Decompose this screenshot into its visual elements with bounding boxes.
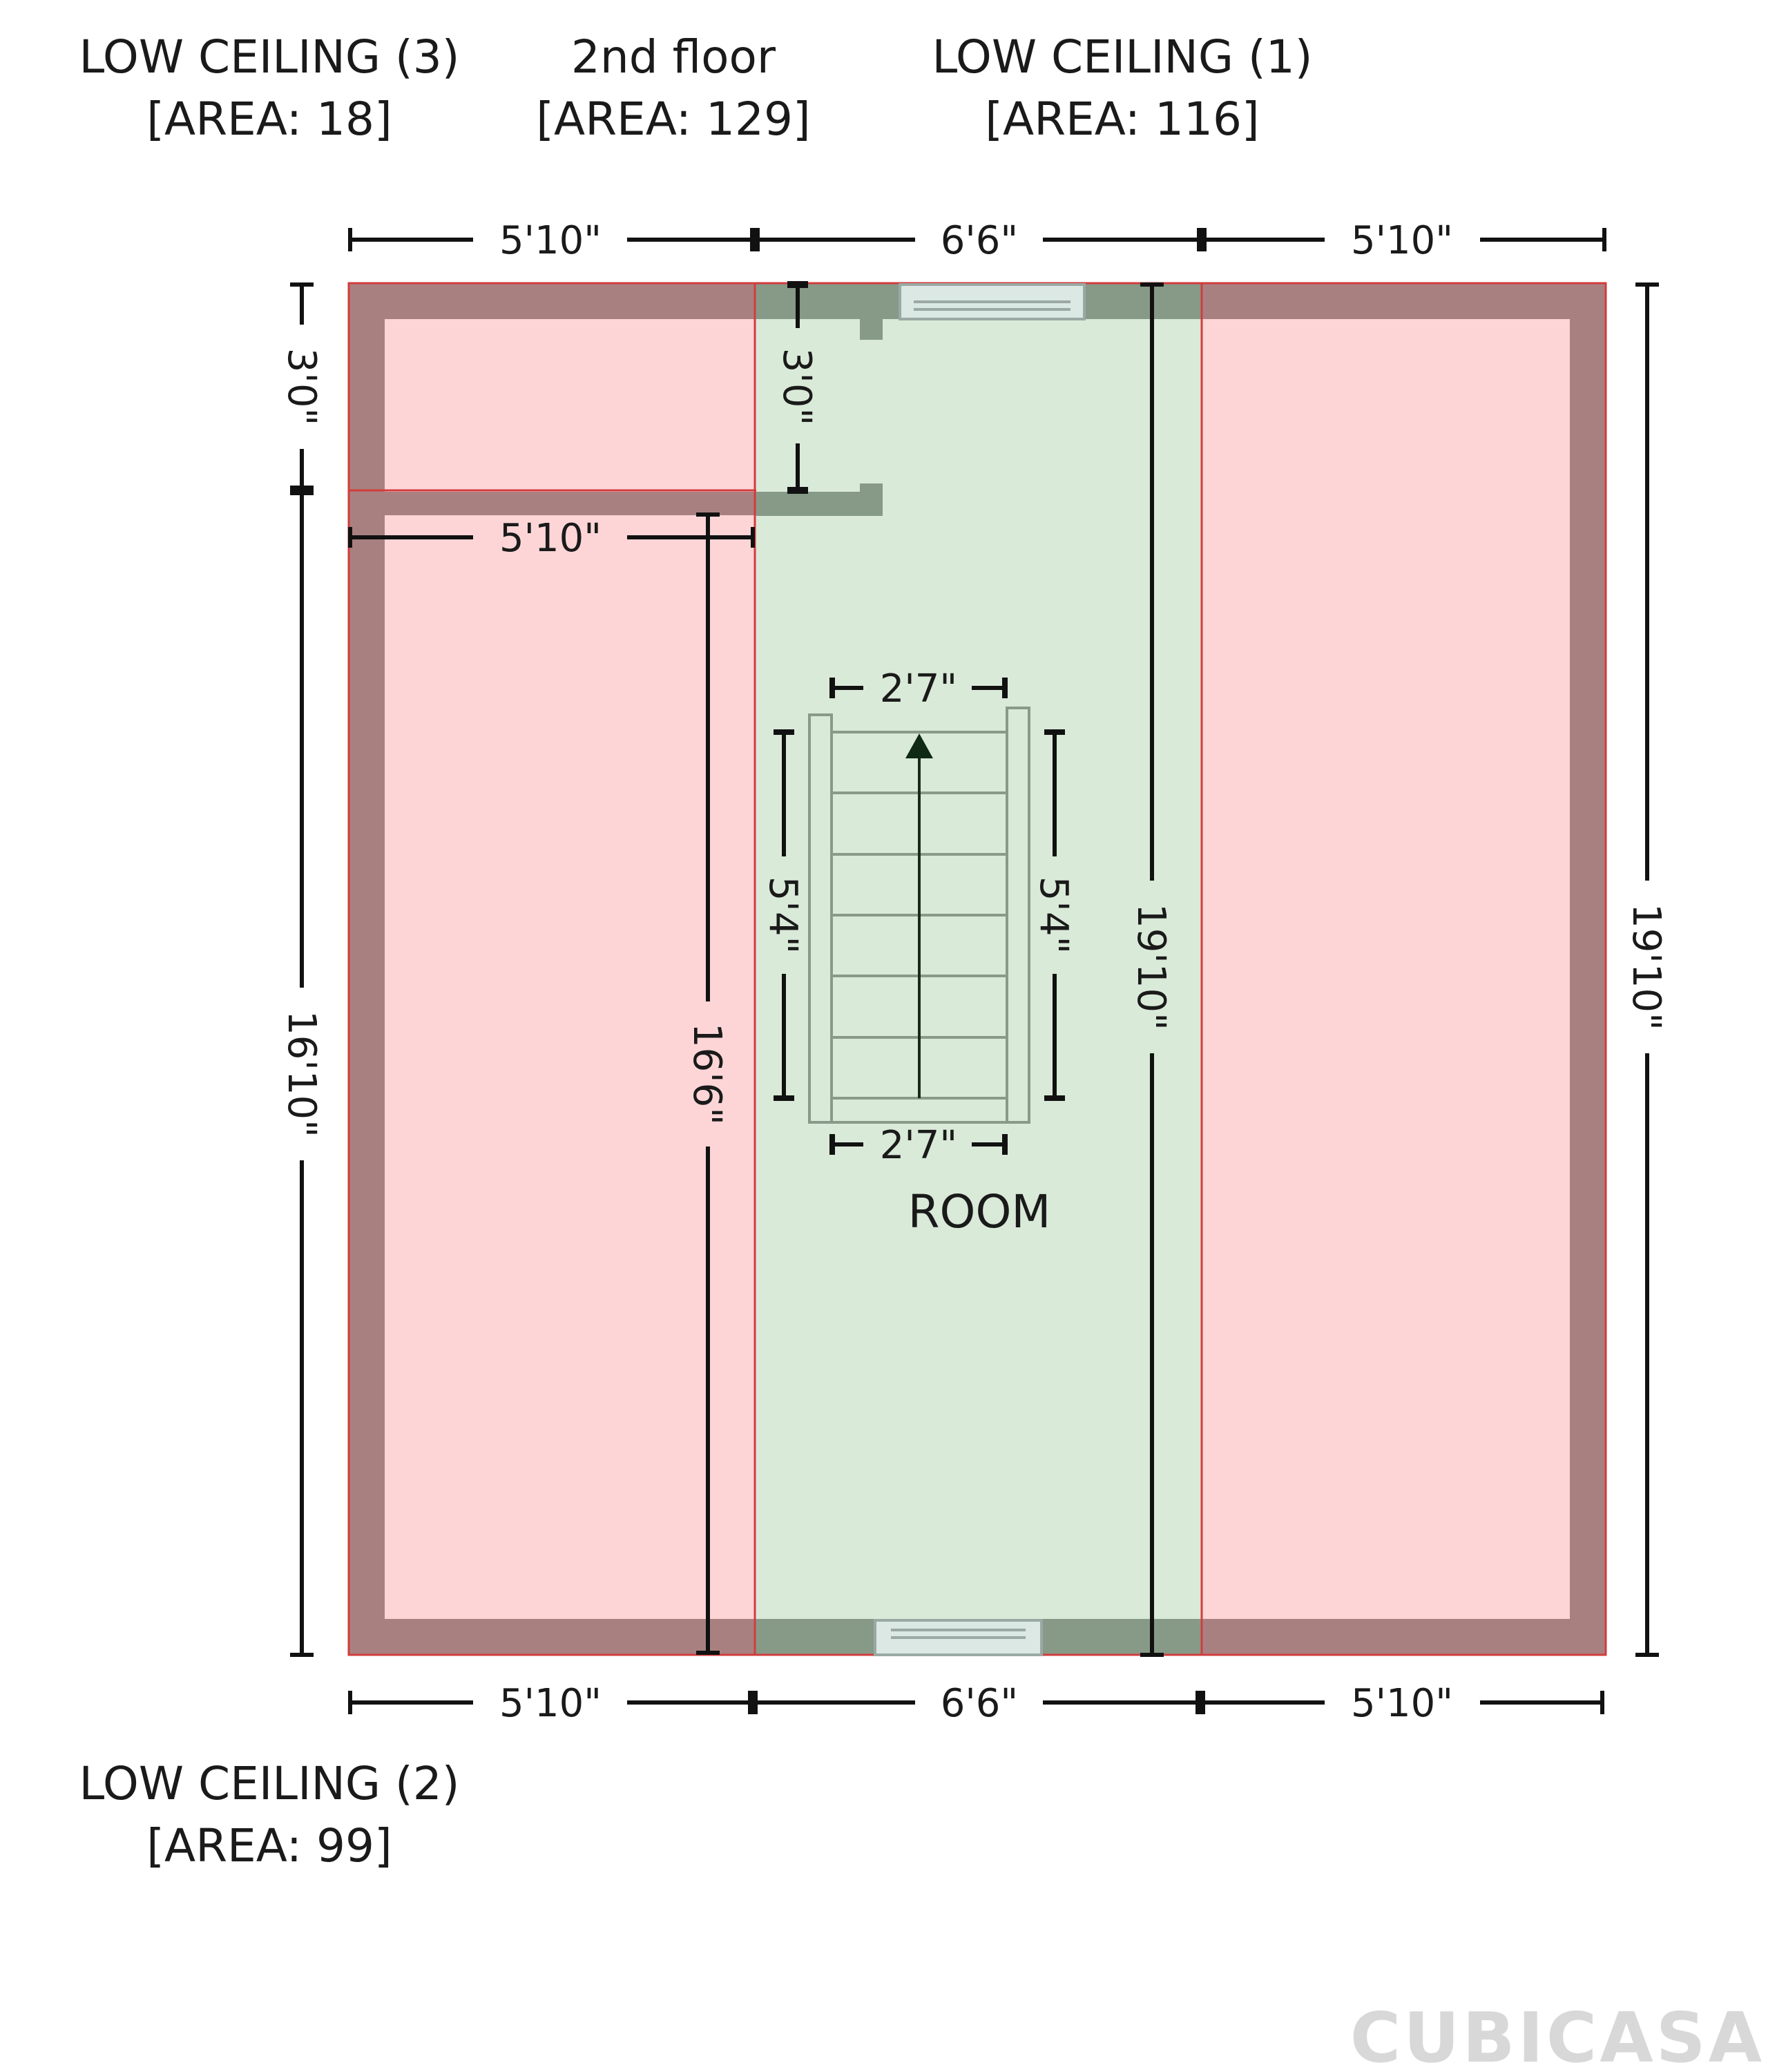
dimension-top-row [348,228,1606,251]
interior-wall [349,492,756,515]
dim-left-lower: 16'10" [279,1010,324,1138]
closet-gap [860,340,883,492]
low-ceiling-3-area-fill [385,319,756,492]
dim-top-middle: 6'6" [941,218,1018,263]
low-ceiling-1-area-fill [1202,319,1570,1619]
second-floor-name: 2nd floor [571,30,776,84]
stair-direction-arrow-head [905,733,933,758]
dim-bottom-right: 5'10" [1351,1681,1453,1726]
dim-stair-top-width: 2'7" [880,666,957,711]
dim-left-upper: 3'0" [279,348,324,425]
low-ceiling-2-name: LOW CEILING (2) [79,1757,459,1810]
low-ceiling-2-area-fill [385,515,756,1619]
dim-bottom-middle: 6'6" [941,1681,1018,1726]
staircase [808,707,1030,1124]
window-top [899,283,1086,320]
dimension-stair-right [1044,729,1065,1101]
dim-stair-right-length: 5'4" [1031,876,1076,954]
closet-wall-end [860,483,883,516]
dim-bottom-left: 5'10" [499,1681,602,1726]
cubicasa-logo: CUBICASA [1350,1997,1765,2072]
window-bottom [874,1619,1043,1656]
dim-inner-height: 16'6" [684,1023,729,1125]
dimension-center-height [1140,282,1164,1657]
dim-stair-bottom-width: 2'7" [880,1123,957,1168]
dim-top-right: 5'10" [1351,218,1453,263]
low-ceiling-3-area: [AREA: 18] [146,93,392,146]
dimension-bottom-row [348,1691,1604,1714]
second-floor-area: [AREA: 129] [536,93,810,146]
dimension-stair-top [829,678,1008,698]
low-ceiling-1-name: LOW CEILING (1) [932,30,1312,84]
dimension-inner-width [348,527,755,548]
dimension-left-column [290,282,314,1657]
dim-closet-height: 3'0" [774,348,819,425]
dim-right-total: 19'10" [1624,903,1669,1030]
low-ceiling-2-area: [AREA: 99] [146,1819,392,1872]
dimension-closet [787,281,808,494]
dimension-inner-height [696,512,720,1655]
dimension-stair-bottom [829,1134,1008,1155]
low-ceiling-3-name: LOW CEILING (3) [79,30,459,84]
dim-stair-left-length: 5'4" [760,876,805,954]
dimension-stair-left [774,729,794,1101]
low-ceiling-1-area: [AREA: 116] [985,93,1259,146]
dim-center-height: 19'10" [1129,903,1173,1030]
dimension-right-column [1635,282,1659,1657]
room-label: ROOM [908,1185,1051,1238]
dim-top-left: 5'10" [499,218,602,263]
dim-inner-width: 5'10" [499,516,602,561]
closet-corner [860,319,883,340]
